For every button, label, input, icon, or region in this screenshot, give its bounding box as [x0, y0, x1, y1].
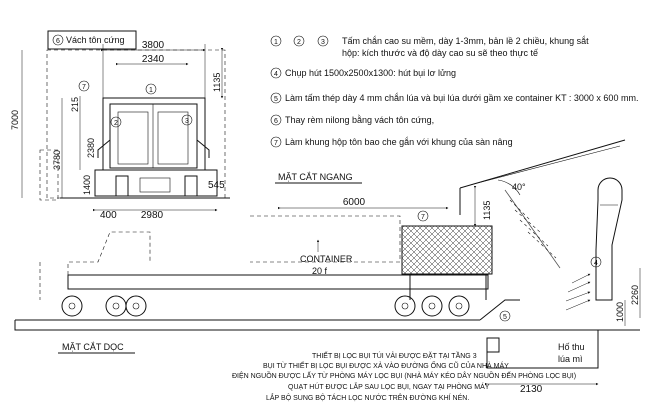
- pit-label-1: Hố thu: [558, 342, 585, 352]
- svg-text:5: 5: [503, 314, 507, 321]
- svg-text:1: 1: [274, 39, 278, 46]
- dim-bottom-400: 400: [100, 210, 117, 221]
- side-view: MẶT CẮT NGANG MẶT CẮT DỌC CONTAINER 20 f…: [14, 139, 641, 395]
- legend-item-7: 7 Làm khung hộp tôn bao che gắn với khun…: [270, 136, 513, 148]
- section-doc-label: MẶT CẮT DỌC: [62, 342, 124, 352]
- legend-text-1b: hộp: kích thước và độ dày cao su sẽ theo…: [342, 48, 538, 58]
- legend: 1 2 3 Tấm chắn cao su mềm, dày 1-3mm, bả…: [270, 35, 638, 148]
- svg-text:4: 4: [274, 71, 278, 78]
- front-marker-2: 2: [110, 116, 122, 128]
- svg-text:7: 7: [82, 84, 86, 91]
- legend-text-7: Làm khung hộp tôn bao che gắn với khung …: [285, 137, 513, 147]
- pit-label-2: lúa mì: [558, 354, 583, 364]
- dim-top-outer: 3800: [142, 40, 165, 51]
- note-3: ĐIỆN NGUỒN ĐƯỢC LẤY TỪ PHÒNG MÁY LỌC BỤI…: [232, 370, 576, 380]
- wheels: [61, 295, 470, 317]
- legend-text-5: Làm tấm thép dày 4 mm chắn lúa và bụi lú…: [285, 93, 638, 103]
- legend-text-6: Thay rèm nilong bằng vách tôn cứng,: [285, 115, 434, 125]
- svg-text:7: 7: [421, 214, 425, 221]
- notes: THIẾT BỊ LỌC BỤI TÚI VẢI ĐƯỢC ĐẶT TẠI TẦ…: [232, 350, 576, 402]
- dim-left-total: 7000: [10, 110, 20, 130]
- dim-left-1400: 1400: [82, 175, 92, 195]
- dim-left-2380: 2380: [86, 138, 96, 158]
- front-view: 3800 2340 1135 7000 215 2380 3780 1400 4…: [10, 40, 230, 221]
- angle-label: 40°: [512, 182, 526, 192]
- svg-text:3: 3: [185, 118, 189, 125]
- svg-text:5: 5: [274, 96, 278, 103]
- dim-right-545: 545: [208, 180, 225, 191]
- note-2: BỤI TỪ THIẾT BỊ LỌC BỤI ĐƯỢC XẢ VÀO ĐƯỜN…: [263, 360, 509, 370]
- note-4: QUẠT HÚT ĐƯỢC LẮP SAU LỌC BỤI, NGAY TẠI …: [288, 382, 490, 391]
- section-ngang-label: MẶT CẮT NGANG: [278, 172, 353, 182]
- note-1: THIẾT BỊ LỌC BỤI TÚI VẢI ĐƯỢC ĐẶT TẠI TẦ…: [312, 350, 477, 360]
- dim-right-top: 1135: [212, 73, 222, 92]
- dim-2130: 2130: [520, 384, 543, 395]
- front-marker-1: 1: [145, 83, 157, 95]
- dim-6000: 6000: [343, 197, 366, 208]
- dim-top-inner: 2340: [142, 54, 165, 65]
- front-marker-3: 3: [181, 114, 193, 126]
- svg-text:4: 4: [594, 260, 598, 267]
- detail-box-number: 6: [56, 38, 60, 45]
- svg-text:2: 2: [297, 39, 301, 46]
- legend-item-4: 4 Chụp hút 1500x2500x1300: hút bụi lơ lử…: [270, 67, 456, 79]
- legend-text-4: Chụp hút 1500x2500x1300: hút bụi lơ lửng: [285, 68, 456, 78]
- legend-item-6: 6 Thay rèm nilong bằng vách tôn cứng,: [270, 114, 434, 126]
- dim-2260: 2260: [630, 285, 640, 305]
- svg-text:3: 3: [321, 39, 325, 46]
- container-size: 20 f: [312, 266, 328, 276]
- svg-text:1: 1: [149, 87, 153, 94]
- svg-text:7: 7: [274, 140, 278, 147]
- dim-1135: 1135: [482, 201, 492, 220]
- legend-item-1: 1 2 3 Tấm chắn cao su mềm, dày 1-3mm, bả…: [270, 35, 589, 58]
- detail-box: 6 Vách tôn cứng: [47, 30, 137, 50]
- detail-box-label: Vách tôn cứng: [66, 35, 125, 45]
- dim-1000: 1000: [615, 302, 625, 322]
- note-5: LẮP BỘ SUNG BỘ TÁCH LỌC NƯỚC TRÊN ĐƯỜNG …: [266, 393, 469, 402]
- dim-bottom-2980: 2980: [141, 210, 164, 221]
- legend-item-5: 5 Làm tấm thép dày 4 mm chắn lúa và bụi …: [270, 92, 638, 104]
- legend-text-1a: Tấm chắn cao su mềm, dày 1-3mm, bản lề 2…: [342, 36, 589, 46]
- svg-text:6: 6: [274, 118, 278, 125]
- dim-left-215: 215: [70, 97, 80, 112]
- container-label: CONTAINER: [300, 254, 353, 264]
- svg-text:2: 2: [114, 120, 118, 127]
- dim-left-3780: 3780: [52, 150, 62, 170]
- front-marker-7: 7: [78, 80, 90, 92]
